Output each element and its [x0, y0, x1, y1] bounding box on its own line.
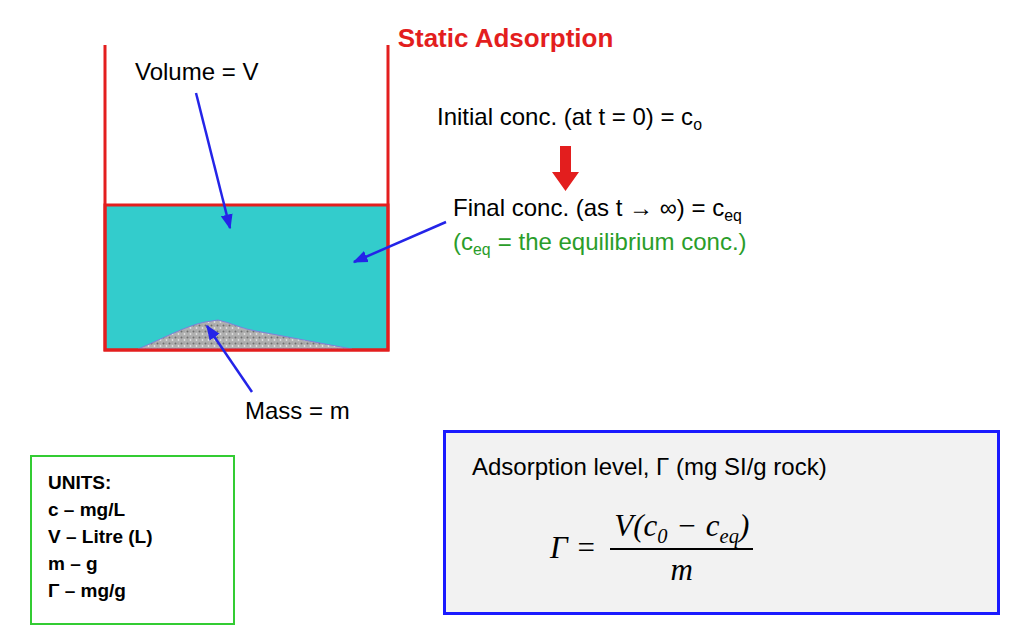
formula-term: Γ =	[550, 530, 596, 565]
rock-sample	[138, 320, 352, 349]
mass-label: Mass = m	[245, 397, 350, 425]
annotation: = the equilibrium conc.)	[498, 228, 747, 255]
unit-definition: Γ – mg/g	[48, 578, 153, 605]
denominator: m	[667, 552, 697, 588]
annotation: Mass = m	[245, 397, 350, 424]
formula-term: V(c	[614, 508, 657, 543]
box-content: UNITS:c – mg/LV – Litre (L)m – gΓ – mg/g	[48, 470, 153, 605]
box-content: Adsorption level, Γ (mg SI/g rock) Γ = V(c…	[472, 453, 827, 587]
unit-definition: V – Litre (L)	[48, 524, 153, 551]
subscript: eq	[473, 241, 491, 258]
formula-term: c	[706, 508, 720, 543]
box-heading: Adsorption level, Γ (mg SI/g rock)	[472, 453, 827, 482]
numerator: V(c0−ceq)	[610, 508, 753, 546]
mass-pointer	[207, 326, 252, 392]
annotation: Initial conc. (at t = 0) = c	[437, 103, 693, 130]
formula: Γ = V(c0−ceq) m	[550, 508, 827, 588]
annotation: (c	[453, 228, 473, 255]
time-arrow	[552, 146, 579, 191]
formula-term: m	[671, 552, 693, 587]
fraction-bar	[610, 548, 753, 550]
subscript: eq	[724, 207, 742, 224]
annotation: Volume = V	[135, 58, 258, 85]
units-box: UNITS:c – mg/LV – Litre (L)m – gΓ – mg/g	[30, 455, 235, 625]
unit-definition: c – mg/L	[48, 497, 153, 524]
subscript: o	[693, 116, 702, 133]
fraction: V(c0−ceq) m	[610, 508, 753, 588]
formula-lhs: Γ =	[550, 530, 596, 566]
final-concentration-label: Final conc. (as t → ∞) = ceq	[453, 194, 742, 224]
solution	[105, 205, 388, 350]
volume-pointer	[196, 93, 230, 228]
subscript: eq	[720, 524, 739, 546]
box-heading: UNITS:	[48, 470, 153, 497]
formula-term: )	[739, 508, 749, 543]
formula-box: Adsorption level, Γ (mg SI/g rock) Γ = V(c…	[443, 430, 1000, 615]
diagram-title: Static Adsorption	[0, 24, 1011, 54]
formula-term: −	[676, 508, 697, 543]
annotation: Final conc. (as t → ∞) = c	[453, 194, 724, 221]
equilibrium-note: (ceq = the equilibrium conc.)	[453, 228, 747, 258]
beaker-wall	[105, 45, 388, 350]
unit-definition: m – g	[48, 551, 153, 578]
initial-concentration-label: Initial conc. (at t = 0) = co	[437, 103, 702, 133]
volume-label: Volume = V	[135, 58, 258, 86]
subscript: 0	[657, 524, 667, 546]
concentration-pointer	[354, 222, 446, 262]
